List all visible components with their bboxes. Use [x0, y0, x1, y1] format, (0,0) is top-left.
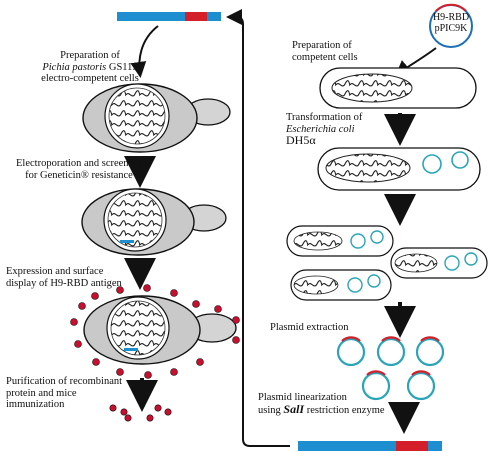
- plasmid-circle: [429, 3, 473, 48]
- right-step-2-organism: Escherichia coli: [286, 123, 355, 135]
- arrow-dna-to-yeast: [130, 25, 159, 78]
- right-step-1-line2: competent cells: [292, 51, 358, 63]
- right-step-2-line1: Transformation of: [286, 112, 363, 123]
- left-step-2: Electroporation and screening for Geneti…: [4, 158, 154, 181]
- left-step-1: Preparation of Pichia pastoris GS115 ele…: [30, 50, 150, 85]
- left-step-1-organism: Pichia pastoris: [42, 61, 107, 73]
- right-step-4-suffix: restriction enzyme: [304, 404, 385, 416]
- left-step-4-line2: protein and mice: [6, 387, 77, 399]
- left-step-1-strain: GS115: [106, 61, 138, 73]
- plasmid-name: H9-RBD: [432, 12, 470, 23]
- left-step-4: Purification of recombinant protein and …: [6, 376, 146, 411]
- left-step-4-line1: Purification of recombinant: [6, 376, 123, 387]
- vector-name: pPIC9K: [434, 23, 468, 34]
- yeast-cell-2: [81, 188, 227, 256]
- bottom-linear-dna: [298, 441, 442, 451]
- plasmid-label: H9-RBD pPIC9K: [421, 12, 481, 34]
- purified-antigens: [109, 404, 172, 422]
- left-step-1-line3: electro-competent cells: [41, 73, 139, 84]
- right-step-4-line1: Plasmid linearization: [258, 392, 347, 403]
- yeast-cell-1: [82, 83, 231, 153]
- right-step-2-strain: DH5α: [286, 133, 316, 147]
- left-step-4-line3: immunization: [6, 399, 65, 410]
- right-step-2: Transformation of Escherichia coli DH5α: [286, 112, 396, 147]
- right-step-4: Plasmid linearization using SalI restric…: [258, 392, 408, 416]
- left-step-3: Expression and surface display of H9-RBD…: [6, 266, 146, 289]
- right-step-1-line1: Preparation of: [292, 40, 352, 51]
- left-step-1-line1: Preparation of: [60, 50, 120, 61]
- yeast-cell-3-antigen-display: [70, 284, 240, 379]
- right-step-4-prefix: using: [258, 404, 284, 416]
- competent-ecoli: [319, 67, 477, 109]
- amplified-ecoli: [286, 225, 488, 301]
- extracted-plasmids: [336, 336, 445, 401]
- return-arrow: [226, 9, 290, 447]
- right-step-3: Plasmid extraction: [270, 322, 349, 333]
- transformed-ecoli: [317, 147, 481, 191]
- right-step-1: Preparation of competent cells: [292, 40, 392, 63]
- restriction-enzyme-name: SalI: [283, 401, 305, 416]
- left-step-2-line2: for Geneticin® resistance: [25, 169, 133, 181]
- top-linear-dna: [117, 12, 221, 21]
- left-step-2-line1: Electroporation and screening: [16, 158, 142, 169]
- left-step-3-line2: display of H9-RBD antigen: [6, 277, 122, 289]
- left-step-3-line1: Expression and surface: [6, 266, 104, 277]
